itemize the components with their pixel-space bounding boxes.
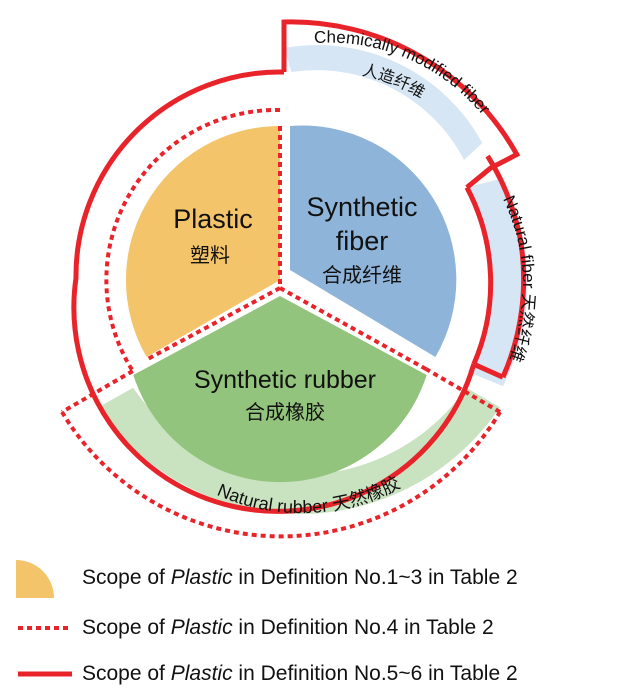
chemically-modified-fiber-band (284, 45, 483, 160)
plastic-cn-label: 塑料 (190, 243, 230, 267)
dotted-boundary (60, 107, 502, 539)
fiber-cn-label: 合成纤维 (322, 263, 402, 287)
plastic-sector (125, 125, 280, 357)
legend-item-definition-5-6: Scope of Plastic in Definition No.5~6 in… (0, 654, 620, 694)
legend-item-definition-1-3: Scope of Plastic in Definition No.1~3 in… (0, 558, 620, 598)
legend-text: Scope of Plastic in Definition No.5~6 in… (82, 662, 518, 685)
synthetic-rubber-sector (133, 296, 427, 483)
scope-diagram: Plastic 塑料 Synthetic fiber 合成纤维 Syntheti… (60, 19, 538, 539)
rubber-cn-label: 合成橡胶 (245, 400, 325, 424)
natural-fiber-band (466, 179, 528, 387)
synthetic-fiber-sector (290, 125, 457, 357)
solid-boundary (71, 19, 527, 514)
sector-fill-swatch-icon (16, 560, 54, 598)
plastic-title: Plastic (173, 204, 253, 234)
legend: Scope of Plastic in Definition No.1~3 in… (0, 556, 620, 697)
legend-text: Scope of Plastic in Definition No.4 in T… (82, 616, 494, 639)
legend-item-definition-4: Scope of Plastic in Definition No.4 in T… (0, 608, 620, 648)
fiber-title-line1: Synthetic (306, 192, 417, 222)
fiber-title-line2: fiber (336, 226, 389, 256)
legend-text: Scope of Plastic in Definition No.1~3 in… (82, 566, 518, 589)
solid-line-swatch-icon (18, 671, 72, 677)
rubber-title: Synthetic rubber (194, 366, 376, 394)
natural-rubber-band (98, 387, 500, 515)
dotted-line-swatch-icon (18, 626, 72, 630)
